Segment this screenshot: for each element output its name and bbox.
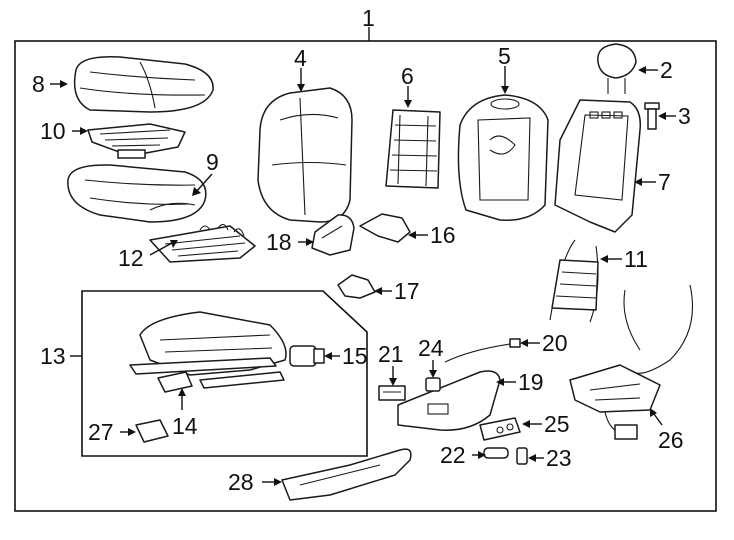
motor-part [157,371,193,393]
switch-part [378,385,406,401]
callout-9: 9 [206,149,219,175]
callout-15: 15 [342,343,368,369]
side-bracket-part [311,214,355,256]
callout-21: 21 [378,341,404,367]
callout-26: 26 [658,427,684,453]
seat-back-cover-part [457,94,549,221]
lumbar-support-part [385,109,441,189]
cushion-pad-part [67,164,207,223]
callout-12: 12 [118,245,144,271]
recliner-cable-part [444,338,521,363]
callout-16: 16 [430,222,456,248]
switch-small-part [425,377,441,392]
callout-25: 25 [544,411,570,437]
callout-24: 24 [418,335,444,361]
motor-drive-part [289,345,325,367]
seat-back-pad-part [257,87,353,223]
headrest-guide-part [644,102,660,130]
inner-shield-part [281,448,412,501]
switch-bezel-part [479,417,521,441]
callout-5: 5 [498,43,511,69]
cushion-springs-part [149,223,256,263]
callout-13: 13 [40,343,66,369]
outer-shield-part [397,370,501,431]
callout-23: 23 [546,445,572,471]
seat-adjuster-track-part [129,311,287,389]
clip-part [337,274,376,299]
wiring-harness-part [569,284,693,440]
callout-14: 14 [172,413,198,439]
cushion-cover-part [73,56,214,113]
callout-1: 1 [362,5,375,31]
lumbar-frame-part [549,239,599,323]
callout-7: 7 [658,169,671,195]
knob-part [483,447,509,459]
cushion-heater-part [87,123,186,159]
callout-28: 28 [228,469,254,495]
callout-27: 27 [88,419,114,445]
callout-4: 4 [294,45,307,71]
callout-18: 18 [266,229,292,255]
callout-19: 19 [518,369,544,395]
callout-11: 11 [624,246,648,272]
callout-8: 8 [32,71,45,97]
callout-6: 6 [401,63,414,89]
callout-2: 2 [660,57,673,83]
callout-10: 10 [40,118,66,144]
callout-22: 22 [440,442,466,468]
callout-20: 20 [542,330,568,356]
callout-17: 17 [394,278,420,304]
outer-frame [14,40,717,512]
clip-small-part [135,419,169,443]
knob-small-part [516,447,528,465]
seat-back-frame-part [554,99,642,233]
callout-3: 3 [678,103,691,129]
bracket-part [359,213,411,243]
inset-frame [81,290,368,457]
headrest-part [597,43,637,94]
